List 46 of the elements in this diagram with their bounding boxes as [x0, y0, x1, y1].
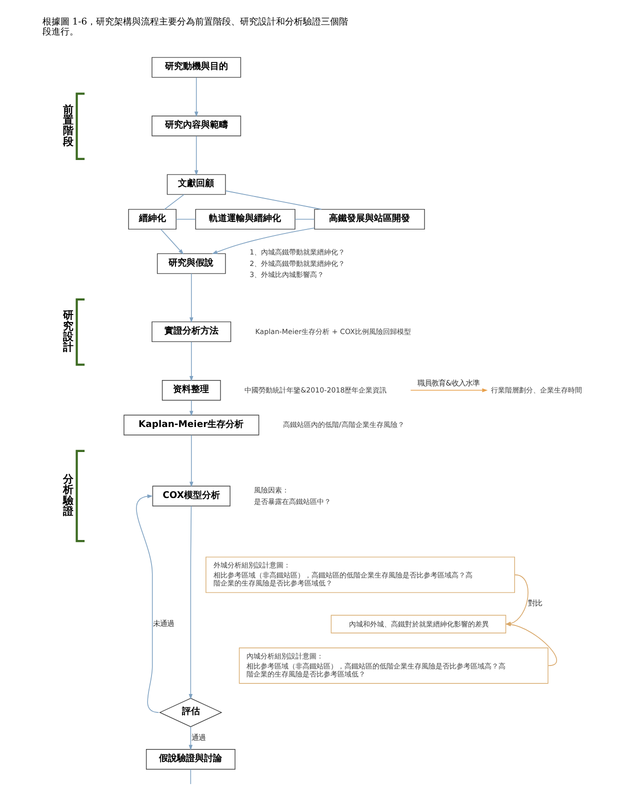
node-label: 1、內城高鐵帶動就業縉紳化？	[249, 247, 345, 256]
label: 分析驗證	[62, 472, 74, 518]
connector	[190, 768, 191, 784]
node-label: 3、外城比內城影響高？	[249, 270, 324, 280]
label: 根據圖 1-6，研究架構與流程主要分為前置階段、研究設計和分析驗證三個階段進行。	[42, 16, 348, 38]
arrow	[194, 77, 198, 118]
node-diamond: 評估	[158, 698, 222, 728]
node-box: 實證分析方法	[151, 321, 231, 342]
connector	[164, 194, 184, 210]
node-text: 行業階層劃分、企業生存時間	[490, 385, 582, 394]
arrow	[188, 434, 193, 488]
arrow	[410, 388, 488, 392]
node-box: 假說驗證與討論	[145, 749, 235, 770]
node-label: 是否暴露在高鐵站區中？	[253, 496, 330, 506]
label: 前置階段	[62, 102, 74, 148]
arrow	[194, 136, 198, 176]
node-box: 縉紳化	[128, 208, 176, 230]
connector	[224, 190, 322, 210]
connector	[294, 218, 314, 220]
node-box: 外城分析組別設計意圖： 相比参考區域（非高鐵站區），高鐵站區的低階企業生存風險是否比参考區域高？高階企業的生存風險是否比参考區域低？	[205, 556, 514, 593]
node-box: 资料整理	[161, 380, 220, 401]
connector	[175, 218, 196, 220]
node-box: 研究內容與範疇	[151, 116, 241, 136]
node-text: 中國勞動統計年鑒&2010-2018歷年企業資訊	[244, 385, 386, 394]
node-box: 軌道運輸與縉紳化	[194, 208, 295, 230]
node-box: 內城和外城、高鐵對於就業縉紳化影響的差異	[330, 614, 506, 634]
node-label: 高鐵站區內的低階/高階企業生存風險？	[282, 420, 404, 430]
node-box: Kaplan-Meier生存分析	[123, 414, 259, 436]
arrow	[188, 400, 193, 416]
node-box: 研究動機與目的	[151, 57, 241, 78]
arrow	[188, 726, 192, 750]
node-box: 內城分析組別設計意圖： 相比参考區域（非高鐵站區），高鐵站區的低階企業生存風險是否比参考區域高？高階企業的生存風險是否比参考區域低？	[238, 648, 548, 684]
label: 研究設計	[62, 308, 74, 354]
node-label: Kaplan-Meier生存分析 + COX比例風險回歸模型	[254, 326, 410, 336]
node-box: 研究與假說	[156, 253, 226, 274]
arrow	[160, 228, 184, 254]
arrow	[136, 494, 159, 713]
node-box: 文獻回顧	[166, 174, 226, 195]
node-box: COX模型分析	[152, 486, 230, 506]
node-label: 2、外城高鐵帶動就業縉紳化？	[249, 258, 345, 268]
arrow	[211, 228, 314, 254]
node-box: 高鐵發展與站區開發	[314, 208, 424, 230]
arrow	[188, 273, 193, 323]
arrow	[188, 506, 192, 700]
node-label: 風險因素：	[253, 485, 288, 494]
arrow	[188, 342, 193, 382]
